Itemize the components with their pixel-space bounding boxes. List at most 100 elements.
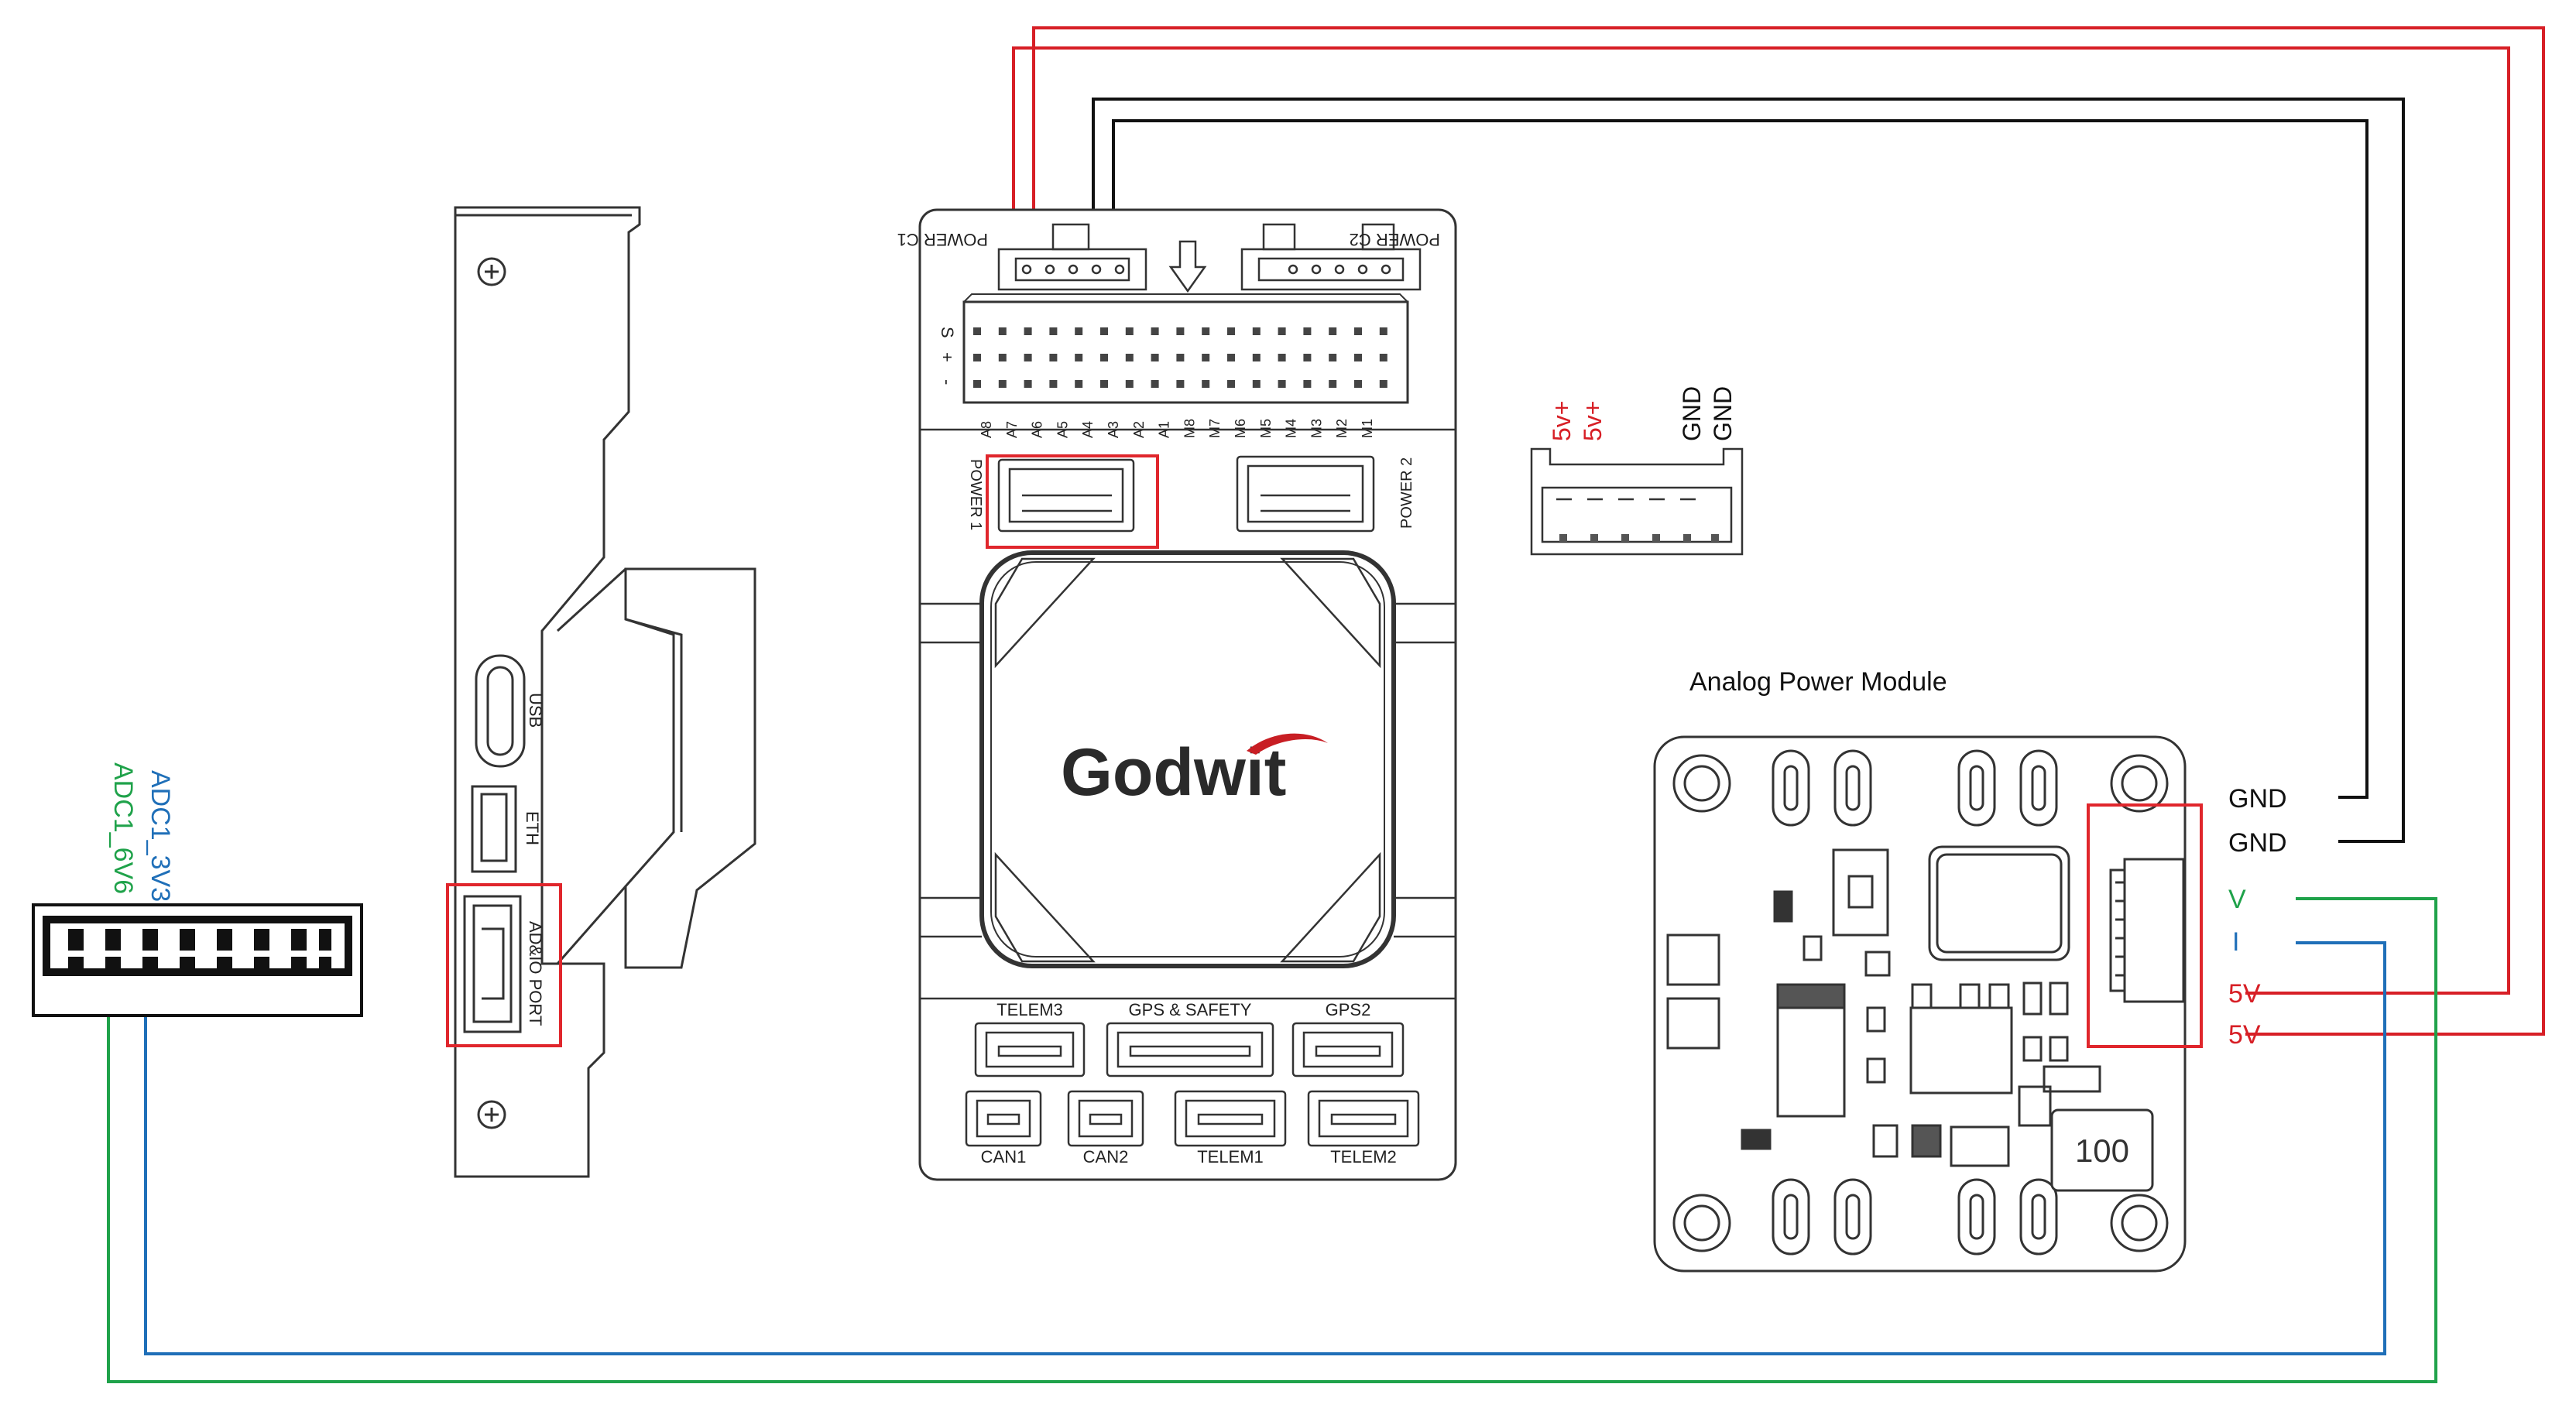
power-connector-pinout: 5v+ 5v+ GND GND bbox=[1530, 386, 1744, 556]
servo-pin bbox=[1227, 354, 1235, 361]
pinout-label-gnd-2: GND bbox=[1709, 386, 1737, 441]
center-module bbox=[979, 550, 1396, 968]
servo-pin bbox=[1303, 354, 1312, 361]
wire-5v-2 bbox=[1032, 26, 2545, 1036]
power-c-connectors bbox=[997, 223, 1422, 291]
servo-pin bbox=[1075, 327, 1083, 335]
servo-pin bbox=[1379, 327, 1387, 335]
servo-pin bbox=[973, 354, 981, 361]
power-1-highlight bbox=[986, 454, 1159, 549]
row-label-minus: - bbox=[938, 379, 957, 385]
servo-pin bbox=[1049, 380, 1058, 388]
servo-pin bbox=[1176, 380, 1185, 388]
power-module-connector-highlight bbox=[2087, 803, 2203, 1048]
servo-pin bbox=[998, 380, 1007, 388]
adio-port-label: AD&IO PORT bbox=[526, 921, 545, 1026]
pin-label-m5: M5 bbox=[1258, 419, 1274, 438]
pinout-label-5v-2: 5v+ bbox=[1579, 401, 1607, 441]
servo-pin bbox=[1151, 327, 1159, 335]
module-pin-i: I bbox=[2232, 927, 2239, 957]
pinout-label-gnd-1: GND bbox=[1678, 386, 1706, 441]
power-2-connector bbox=[1236, 455, 1375, 533]
servo-pin bbox=[1202, 354, 1210, 361]
servo-pin bbox=[1125, 327, 1134, 335]
power-1-connector bbox=[997, 458, 1135, 533]
servo-pin bbox=[1329, 354, 1337, 361]
servo-pin bbox=[1024, 354, 1032, 361]
pin-label-m2: M2 bbox=[1334, 419, 1350, 438]
servo-pin bbox=[1379, 354, 1387, 361]
servo-pin bbox=[1049, 327, 1058, 335]
servo-pin bbox=[1202, 380, 1210, 388]
adc-pins bbox=[68, 929, 331, 972]
screw-icon bbox=[477, 257, 506, 286]
port-label-telem1: TELEM1 bbox=[1197, 1147, 1264, 1166]
port-label-can2: CAN2 bbox=[1083, 1147, 1129, 1166]
servo-pin bbox=[1329, 327, 1337, 335]
servo-pin bbox=[1252, 327, 1261, 335]
servo-pin-grid bbox=[973, 327, 1387, 388]
servo-pin bbox=[1278, 354, 1286, 361]
inductor-label: 100 bbox=[2075, 1132, 2129, 1169]
servo-pin bbox=[1354, 327, 1362, 335]
pin-label-m3: M3 bbox=[1309, 419, 1324, 438]
logo-swoosh-icon bbox=[1247, 733, 1328, 755]
usb-c-port bbox=[475, 654, 526, 768]
side-view-labels: USB ETH AD&IO PORT bbox=[523, 693, 545, 1026]
wire-current bbox=[144, 941, 2386, 1355]
servo-pin bbox=[973, 380, 981, 388]
adc1-6v6-label: ADC1_6V6 bbox=[108, 762, 138, 894]
module-pin-v: V bbox=[2228, 885, 2246, 914]
module-pin-gnd-2: GND bbox=[2228, 828, 2287, 858]
row-label-s: S bbox=[938, 327, 957, 338]
servo-pin bbox=[1151, 380, 1159, 388]
servo-pin bbox=[1354, 380, 1362, 388]
adio-port-highlight bbox=[446, 883, 562, 1047]
servo-pin bbox=[1329, 380, 1337, 388]
pin-label-m8: M8 bbox=[1182, 419, 1197, 438]
eth-label: ETH bbox=[523, 811, 542, 845]
power-2-label: POWER 2 bbox=[1398, 457, 1415, 529]
power-module-title: Analog Power Module bbox=[1689, 667, 1947, 697]
port-label-gps-safety: GPS & SAFETY bbox=[1129, 1000, 1252, 1019]
servo-pin bbox=[1075, 380, 1083, 388]
port-label-gps2: GPS2 bbox=[1326, 1000, 1371, 1019]
orientation-arrow-icon bbox=[1168, 240, 1207, 293]
servo-pin bbox=[1024, 380, 1032, 388]
bottom-ports bbox=[965, 1022, 1420, 1147]
servo-pin bbox=[1227, 380, 1235, 388]
servo-pin bbox=[1303, 327, 1312, 335]
servo-pin bbox=[1354, 354, 1362, 361]
usb-label: USB bbox=[526, 693, 545, 728]
module-pin-5v-1: 5V bbox=[2228, 979, 2261, 1009]
servo-pin bbox=[1252, 380, 1261, 388]
adc-connector: ADC1_6V6 ADC1_3V3 bbox=[32, 762, 363, 1017]
servo-pin bbox=[1100, 327, 1108, 335]
module-pin-gnd-1: GND bbox=[2228, 784, 2287, 814]
screw-icon bbox=[477, 1100, 506, 1129]
servo-pin bbox=[1379, 380, 1387, 388]
port-label-telem3: TELEM3 bbox=[996, 1000, 1063, 1019]
port-label-telem2: TELEM2 bbox=[1330, 1147, 1397, 1166]
servo-pin bbox=[1176, 354, 1185, 361]
eth-port bbox=[471, 785, 517, 873]
servo-pin bbox=[1151, 354, 1159, 361]
servo-pin bbox=[1100, 380, 1108, 388]
module-pin-5v-2: 5V bbox=[2228, 1020, 2261, 1050]
wire-voltage bbox=[107, 897, 2437, 1383]
servo-pin bbox=[1176, 327, 1185, 335]
module-pin-labels: GND GND V I 5V 5V bbox=[2228, 784, 2287, 1050]
power-c1-label: POWER C1 bbox=[897, 230, 988, 249]
wires bbox=[107, 26, 2545, 1383]
servo-pin bbox=[1202, 327, 1210, 335]
servo-pin bbox=[1278, 327, 1286, 335]
pin-label-m6: M6 bbox=[1233, 419, 1248, 438]
row-label-plus: + bbox=[938, 352, 957, 362]
inductor bbox=[2050, 1108, 2154, 1192]
servo-pin bbox=[973, 327, 981, 335]
servo-pin bbox=[1125, 380, 1134, 388]
servo-pin bbox=[1049, 354, 1058, 361]
